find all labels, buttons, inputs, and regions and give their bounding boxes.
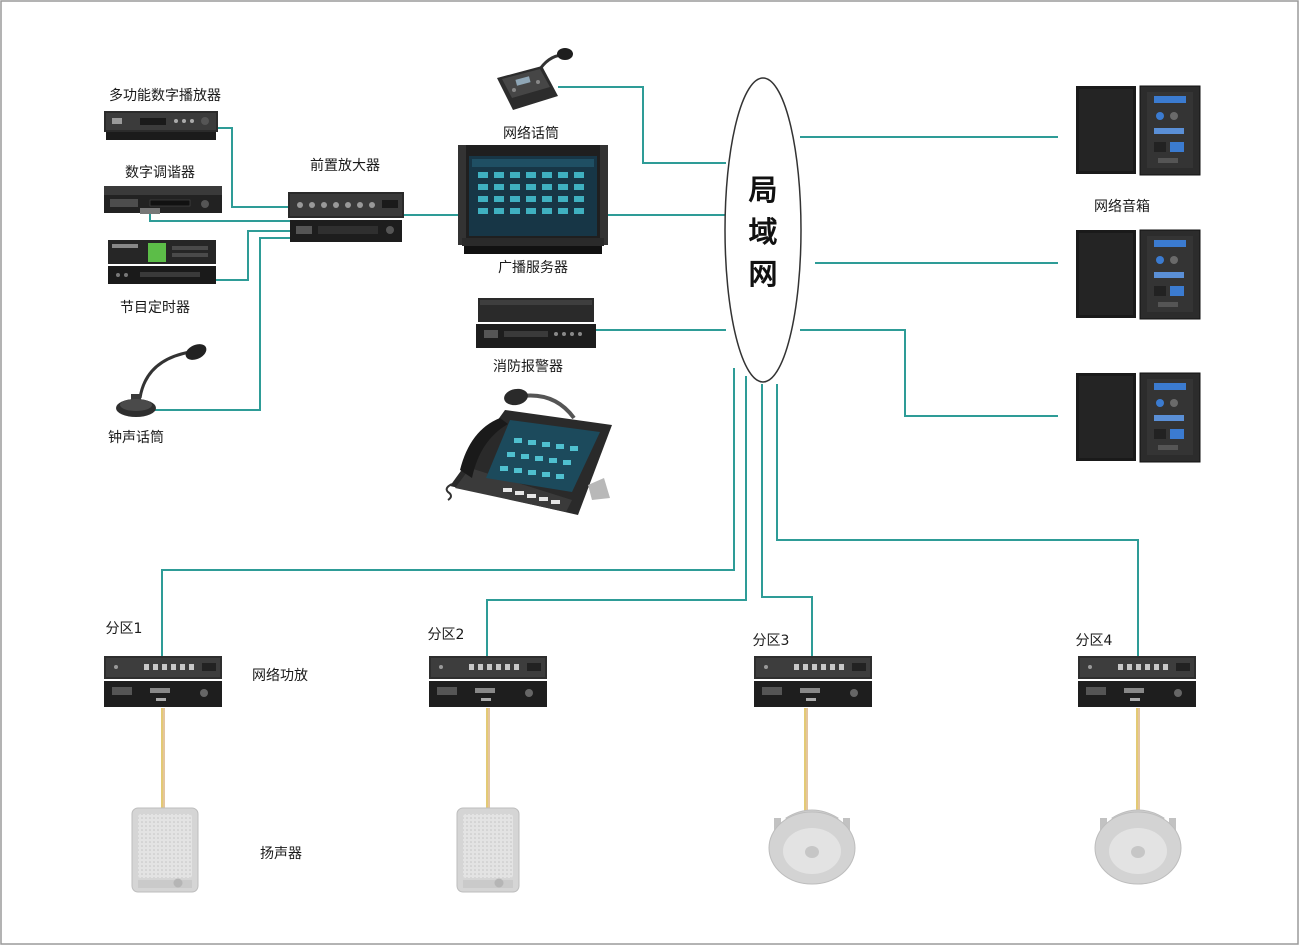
line-network-mic-to-lan [558, 86, 726, 164]
zone-2-wall-speaker [456, 807, 520, 893]
line-player-to-preamp [218, 127, 290, 208]
fire-alarm-device [476, 298, 596, 348]
line-chime-mic-to-preamp [155, 237, 290, 411]
speaker-cables [161, 708, 1140, 812]
multi-player-device [104, 111, 218, 140]
server-screen-buttons [478, 172, 584, 214]
network-mic-device [497, 48, 573, 110]
paging-console-device [445, 388, 612, 515]
line-lan-to-speaker-3 [800, 329, 1058, 417]
tuner-device [104, 186, 222, 214]
lan-ellipse [724, 77, 802, 383]
zone-3-amplifier [754, 656, 872, 707]
zone-4-amplifier [1078, 656, 1196, 707]
zone-4-ceiling-speaker [1094, 809, 1182, 885]
preamp-device [288, 192, 404, 242]
line-lan-to-zone-4 [776, 384, 1139, 656]
connection-lines [149, 86, 1139, 656]
tuner-label: 数字调谐器 [125, 165, 195, 181]
broadcast-server-label: 广播服务器 [498, 260, 568, 276]
line-lan-to-zone-2 [486, 376, 747, 656]
lan-label-char-3: 网 [748, 257, 777, 291]
line-timer-to-preamp [216, 230, 290, 281]
zone-3-ceiling-speaker [768, 809, 856, 885]
broadcast-server-device [458, 145, 608, 254]
lan-label-char-2: 域 [748, 215, 777, 249]
zone-2-label: 分区2 [428, 627, 465, 643]
zone-1-amplifier [104, 656, 222, 707]
line-tuner-to-preamp [149, 213, 290, 222]
multi-player-label: 多功能数字播放器 [109, 87, 221, 104]
lan-node: 局 域 网 [724, 77, 802, 383]
network-speaker-3 [1076, 372, 1201, 463]
zone-2-amplifier [429, 656, 547, 707]
lan-label-char-1: 局 [748, 173, 777, 207]
line-lan-to-zone-3 [761, 384, 813, 656]
zone-1-wall-speaker [131, 807, 199, 893]
network-speaker-1 [1076, 85, 1201, 176]
chime-mic-label: 钟声话筒 [108, 429, 164, 446]
zone-amplifier-label: 网络功放 [252, 668, 308, 684]
chime-mic-device [116, 344, 207, 417]
preamp-label: 前置放大器 [310, 157, 380, 174]
timer-label: 节目定时器 [120, 300, 190, 316]
network-speaker-2 [1076, 229, 1201, 320]
zone-4-label: 分区4 [1076, 633, 1113, 649]
fire-alarm-label: 消防报警器 [493, 359, 563, 375]
zone-3-label: 分区3 [753, 633, 790, 649]
network-speaker-label: 网络音箱 [1094, 198, 1150, 215]
zone-1-label: 分区1 [106, 621, 143, 637]
speaker-label: 扬声器 [260, 846, 302, 862]
line-lan-to-zone-1 [161, 368, 735, 656]
network-mic-label: 网络话筒 [503, 125, 559, 142]
timer-device [108, 240, 216, 284]
